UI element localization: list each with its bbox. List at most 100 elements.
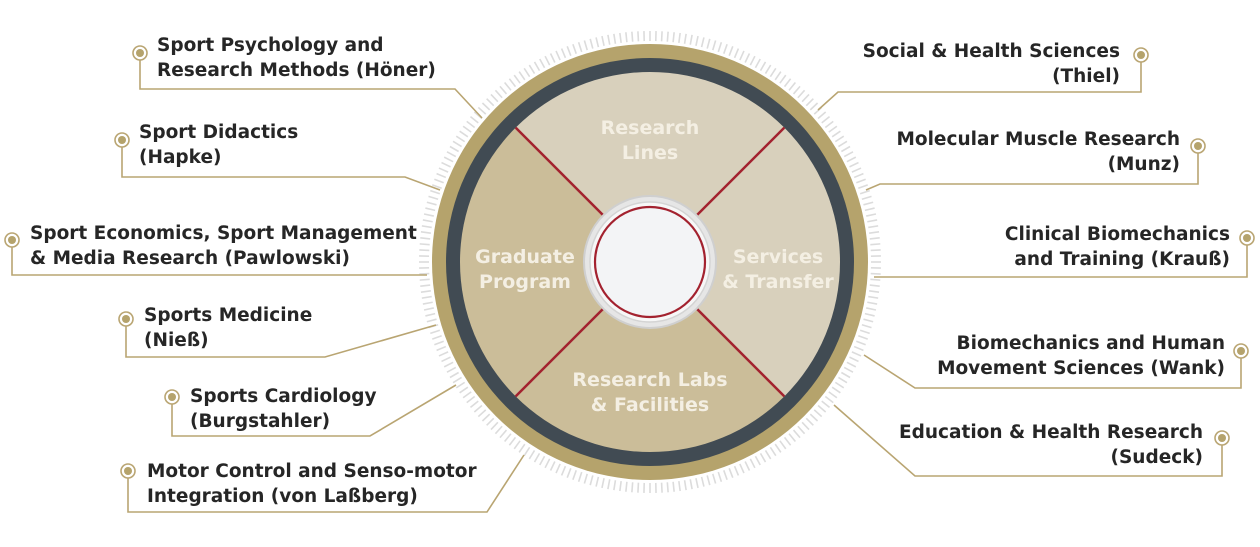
tick-mark — [739, 463, 745, 474]
tick-mark — [821, 400, 831, 408]
tick-mark — [774, 71, 782, 81]
right_labels-item[interactable]: Social & Health Sciences(Thiel) — [817, 41, 1149, 111]
label-text: Sport Psychology and — [157, 35, 384, 56]
tick-mark — [858, 335, 869, 340]
tick-mark — [666, 31, 669, 42]
tick-mark — [613, 480, 617, 491]
right_labels-item[interactable]: Molecular Muscle Research(Munz) — [865, 129, 1206, 191]
tick-mark — [683, 480, 687, 491]
segment-label-top: Lines — [622, 142, 678, 164]
bullet-dot-icon — [8, 236, 16, 244]
label-text: (Sudeck) — [1111, 447, 1203, 468]
tick-mark — [859, 329, 870, 335]
tick-mark — [449, 371, 460, 379]
tick-mark — [792, 429, 801, 439]
label-text: Education & Health Research — [899, 422, 1203, 443]
tick-mark — [856, 340, 866, 346]
label-text: (Munz) — [1108, 154, 1180, 175]
tick-mark — [867, 219, 878, 223]
label-text: Sport Didactics — [139, 122, 298, 143]
tick-mark — [779, 74, 787, 84]
right_labels-item[interactable]: Education & Health Research (Sudeck) — [833, 404, 1230, 477]
tick-mark — [566, 46, 572, 56]
left_labels-item[interactable]: Sport Economics, Sport Management& Media… — [4, 223, 427, 276]
tick-mark — [438, 167, 449, 173]
tick-mark — [706, 475, 711, 486]
tick-mark — [678, 32, 681, 43]
segment-bottom[interactable] — [515, 262, 785, 452]
tick-mark — [700, 37, 705, 48]
tick-mark — [769, 67, 777, 78]
tick-mark — [824, 120, 834, 129]
segment-right[interactable] — [650, 127, 840, 397]
label-text: Sports Cardiology — [190, 386, 377, 407]
bullet-dot-icon — [1137, 51, 1145, 59]
tick-mark — [481, 413, 491, 422]
left_labels-item[interactable]: Motor Control and Senso-motorIntegration… — [120, 454, 525, 513]
tick-mark — [539, 58, 546, 69]
tick-mark — [459, 130, 469, 138]
tick-mark — [828, 391, 838, 399]
tick-mark — [859, 189, 870, 195]
tick-mark — [583, 40, 588, 51]
tick-mark — [788, 81, 796, 91]
center-hub — [593, 205, 707, 319]
left_labels-item[interactable]: Sports Cardiology(Burgstahler) — [164, 384, 457, 437]
tick-mark — [426, 201, 437, 206]
tick-mark — [660, 31, 663, 42]
tick-mark — [764, 450, 772, 460]
tick-mark — [849, 356, 859, 363]
tick-mark — [846, 156, 857, 163]
segment-left[interactable] — [460, 127, 650, 397]
segment-divider — [514, 126, 609, 221]
tick-mark — [870, 278, 881, 281]
tick-mark — [712, 40, 717, 51]
tick-mark — [494, 89, 503, 99]
tick-mark — [749, 55, 756, 66]
connector-line — [171, 384, 457, 437]
left_labels-item[interactable]: Sports Medicine(Nieß) — [118, 305, 437, 358]
tick-mark — [504, 433, 512, 443]
tick-mark — [728, 468, 734, 478]
tick-mark — [717, 471, 723, 482]
tick-mark — [769, 446, 777, 457]
tick-mark — [423, 307, 434, 311]
tick-mark — [508, 436, 517, 446]
tick-mark — [838, 140, 848, 148]
bullet-dot-icon — [168, 393, 176, 401]
tick-mark — [805, 98, 814, 107]
tick-mark — [549, 461, 556, 471]
tick-mark — [426, 318, 437, 323]
label-text: Integration (von Laßberg) — [147, 486, 418, 507]
tick-mark — [572, 470, 577, 481]
tick-mark — [843, 366, 854, 373]
tick-mark — [425, 207, 436, 212]
tick-mark — [583, 473, 588, 484]
segment-divider — [691, 303, 786, 398]
tick-mark — [462, 125, 472, 133]
tick-mark — [434, 340, 444, 346]
tick-mark — [555, 463, 561, 474]
segment-top[interactable] — [515, 72, 785, 262]
tick-mark — [595, 37, 600, 48]
tick-mark — [817, 111, 827, 120]
tick-mark — [518, 71, 526, 81]
bullet-dot-icon — [1243, 234, 1251, 242]
tick-mark — [431, 184, 442, 189]
tick-mark — [419, 243, 430, 246]
tick-mark — [723, 470, 728, 481]
segment-label-right: Services — [733, 246, 823, 268]
tick-mark — [863, 318, 874, 323]
tick-mark — [560, 48, 567, 59]
tick-mark — [431, 335, 442, 340]
left_labels-item[interactable]: Sport Didactics(Hapke) — [114, 122, 441, 191]
tick-mark — [809, 102, 819, 111]
tick-mark — [513, 74, 521, 84]
tick-mark — [817, 404, 827, 413]
connector-line — [817, 62, 1142, 111]
label-text: & Media Research (Pawlowski) — [30, 248, 350, 269]
tick-mark — [466, 120, 476, 129]
